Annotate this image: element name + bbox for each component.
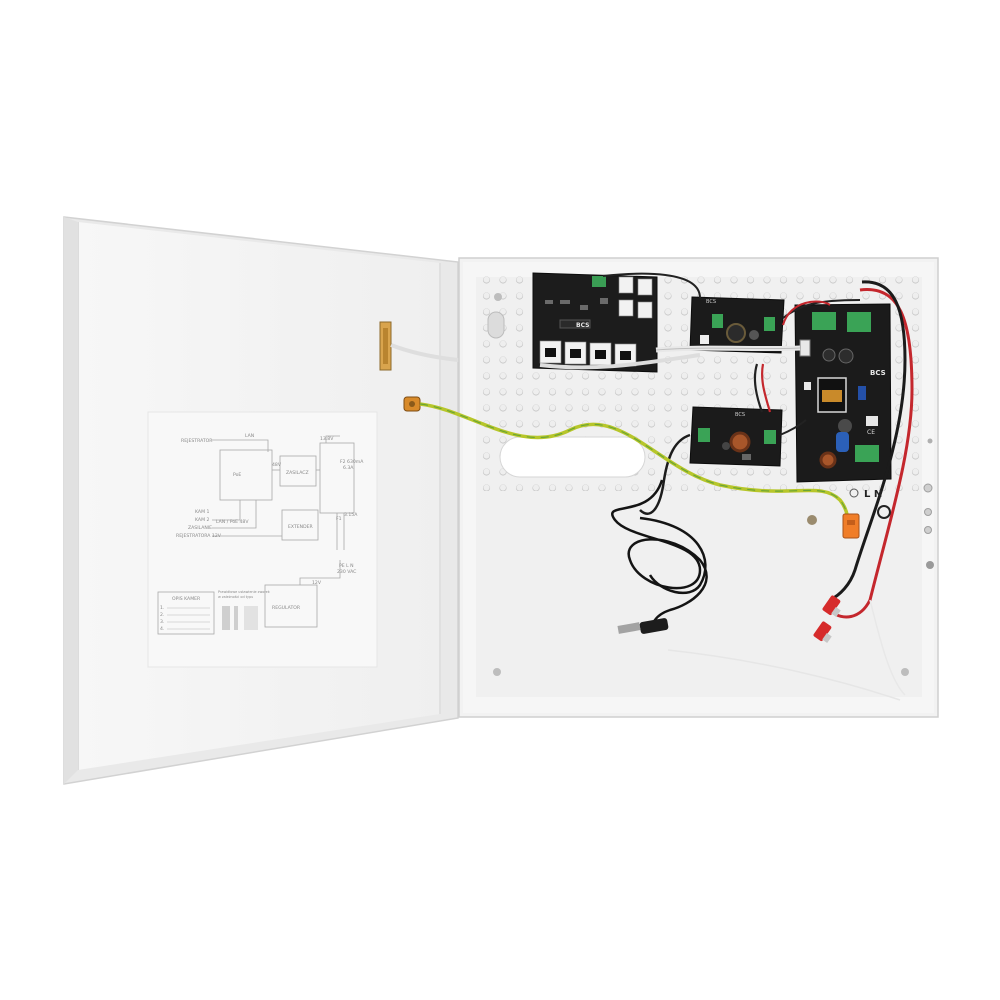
diagram-label-power-module: ZASILACZ	[286, 470, 309, 476]
ce-mark: CE	[867, 429, 875, 436]
diagram-label-lan: LAN	[245, 433, 254, 439]
diagram-label-fuse-main: F2 630mA	[340, 459, 364, 465]
diagram-note-subtitle: w zależności od typu	[218, 595, 253, 599]
battery-connectors	[813, 595, 841, 643]
diagram-legend-row-4: 4.	[160, 626, 164, 632]
diagram-label-13v: 13.8V	[320, 436, 334, 442]
diagram-label-12v: 12V	[312, 580, 322, 586]
diagram-legend-row-2: 2.	[160, 612, 164, 618]
diagram-label-fuse-f1-value: 3.15A	[344, 512, 358, 518]
dc-plug-cable	[611, 479, 708, 634]
diagram-legend-row-3: 3.	[160, 619, 164, 625]
diagram-label-pe-ln: PE L N	[339, 563, 354, 569]
main-psu-board: BCS CE	[794, 303, 892, 483]
door-ground-lug	[403, 396, 421, 412]
cable-entry-slot	[499, 436, 646, 478]
diagram-label-mains: 230 VAC	[337, 569, 356, 575]
diagram-legend-row-1: 1.	[160, 605, 164, 611]
bcs-logo-psu: BCS	[870, 369, 886, 377]
poe-switch-board: BCS	[532, 272, 658, 373]
bcs-logo-poe: BCS	[576, 322, 589, 329]
diagram-label-supply: ZASILANIE	[188, 525, 212, 531]
terminal-label-ln: L N	[864, 489, 882, 500]
dc-converter-board-middle: BCS	[689, 406, 783, 467]
diagram-legend-title: OPIS KAMER	[172, 596, 201, 602]
diagram-label-fuse-main-value: 6.3A	[343, 465, 354, 471]
diagram-label-fuse-f1: F1	[336, 516, 342, 522]
bcs-logo-converter-middle: BCS	[735, 412, 745, 418]
diagram-label-recorder-12v: REJESTRATORA 12V	[176, 533, 222, 539]
ground-wire	[419, 402, 850, 526]
diagram-label-48v: 48V	[272, 462, 282, 468]
internal-wiring	[539, 272, 914, 701]
diagram-label-poe: PoE	[233, 472, 241, 478]
diagram-label-recorder: REJESTRATOR	[181, 438, 213, 444]
diagram-label-extender: EXTENDER	[288, 524, 314, 530]
dc-converter-board-top: BCS	[689, 296, 785, 354]
diagram-label-cam2: KAM 2	[195, 517, 209, 523]
diagram-label-regulator: REGULATOR	[272, 605, 301, 611]
wiring-diagram-label: REJESTRATOR LAN PoE ZASILACZ EXTENDER KA…	[147, 411, 378, 668]
mains-terminal-block: L N	[807, 488, 891, 539]
diagram-label-cam1: KAM 1	[195, 509, 209, 515]
bcs-logo-converter-top: BCS	[706, 299, 716, 305]
keyhole-mount	[487, 311, 505, 339]
diagram-note-title: Prawidłowe ustawienie zworek	[218, 590, 270, 594]
diagram-label-lan-poe: LAN / PoE 48V	[216, 519, 249, 525]
